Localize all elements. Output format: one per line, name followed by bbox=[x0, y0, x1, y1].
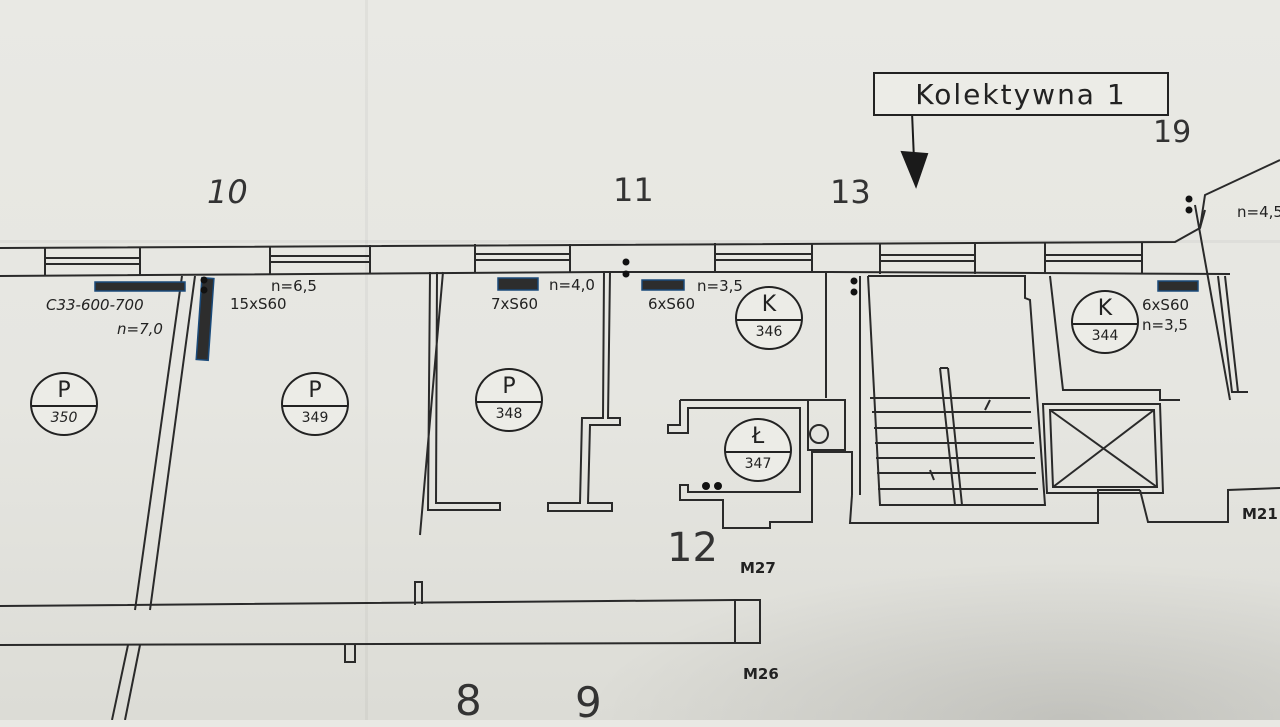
radiator-label: n=3,5 bbox=[697, 277, 743, 295]
mark-label: M26 bbox=[743, 665, 779, 683]
section-number: 9 bbox=[575, 678, 602, 727]
radiator-label: n=3,5 bbox=[1142, 316, 1188, 334]
vent-dot bbox=[702, 482, 710, 490]
vent-dot bbox=[850, 288, 858, 296]
radiator-label: 15xS60 bbox=[230, 295, 287, 313]
radiator-label: n=6,5 bbox=[271, 277, 317, 295]
partition-wall bbox=[547, 271, 621, 512]
radiator-label: n=7,0 bbox=[117, 320, 163, 338]
bathroom-wall bbox=[667, 399, 853, 529]
section-number: 8 bbox=[455, 676, 482, 725]
section-number: 13 bbox=[830, 173, 871, 211]
vent-dot bbox=[622, 258, 630, 266]
radiator bbox=[1157, 280, 1199, 292]
elevator-shaft bbox=[1041, 403, 1165, 494]
shadow bbox=[580, 560, 1280, 720]
radiator bbox=[497, 277, 539, 291]
partition-wall bbox=[812, 271, 827, 398]
window-row bbox=[44, 243, 1143, 276]
drain-symbol bbox=[809, 424, 829, 444]
vent-dot bbox=[1185, 206, 1193, 214]
partition-wall bbox=[134, 275, 196, 611]
partition-wall bbox=[1049, 275, 1248, 401]
vent-dot bbox=[850, 277, 858, 285]
partition-wall bbox=[111, 644, 141, 720]
vent-dot bbox=[714, 482, 722, 490]
radiator-label: 6xS60 bbox=[648, 295, 696, 313]
stair-wall bbox=[848, 276, 1140, 524]
radiator bbox=[195, 276, 215, 362]
radiator bbox=[94, 281, 186, 292]
mark-label: M27 bbox=[740, 559, 776, 577]
partition-wall bbox=[419, 271, 501, 536]
section-number: 12 bbox=[667, 525, 718, 571]
radiator-label: n=4,0 bbox=[549, 276, 595, 294]
door-jamb bbox=[414, 581, 423, 605]
vent-dot bbox=[1185, 195, 1193, 203]
section-number: 10 bbox=[207, 173, 248, 211]
callout-arrowhead bbox=[900, 150, 929, 189]
radiator-label: 6xS60 bbox=[1142, 296, 1190, 314]
door-jamb bbox=[344, 645, 356, 663]
radiator-label: C33-600-700 bbox=[46, 296, 144, 314]
mark-label: M21 bbox=[1242, 505, 1278, 523]
stair-treads bbox=[870, 367, 1038, 506]
corridor-wall bbox=[0, 599, 761, 646]
partition-wall bbox=[1194, 204, 1231, 401]
stair-shaft bbox=[867, 275, 1047, 506]
radiator-label: 7xS60 bbox=[491, 295, 539, 313]
partition-wall bbox=[1139, 487, 1280, 523]
radiator-label: n=4,5 bbox=[1237, 203, 1280, 221]
street-callout: Kolektywna 1 bbox=[873, 72, 1169, 116]
exterior-wall bbox=[0, 271, 1231, 277]
vent-dot bbox=[200, 276, 208, 284]
vent-dot bbox=[200, 286, 208, 294]
section-number: 19 bbox=[1153, 115, 1192, 150]
vent-dot bbox=[622, 270, 630, 278]
radiator bbox=[641, 279, 685, 291]
section-number: 11 bbox=[613, 171, 654, 209]
